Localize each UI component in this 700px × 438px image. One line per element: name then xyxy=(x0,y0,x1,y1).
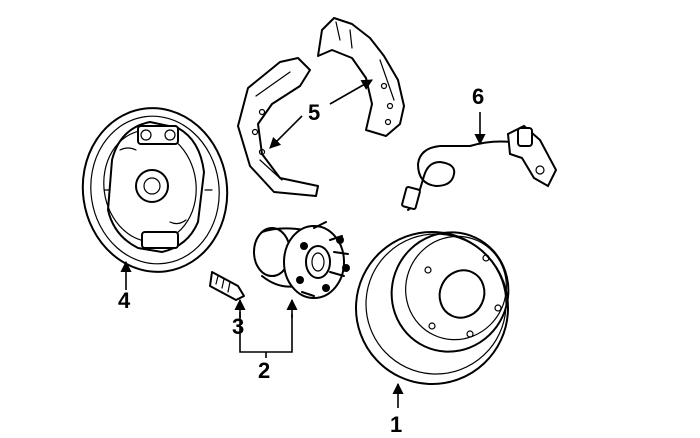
callout-1: 1 xyxy=(390,412,402,437)
callout-5: 5 xyxy=(308,100,320,125)
abs-sensor-assembly xyxy=(401,124,558,211)
hub-assembly xyxy=(253,221,350,299)
wheel-stud xyxy=(209,271,245,301)
backing-plate-assembly xyxy=(81,107,229,273)
brake-shoe-left xyxy=(237,57,319,197)
leader-lines xyxy=(120,79,486,408)
callout-3: 3 xyxy=(232,314,244,339)
callout-6: 6 xyxy=(472,84,484,109)
callout-4: 4 xyxy=(118,288,131,313)
brake-shoe-right xyxy=(317,17,405,137)
callout-2: 2 xyxy=(258,358,270,383)
brake-drum xyxy=(355,231,510,385)
